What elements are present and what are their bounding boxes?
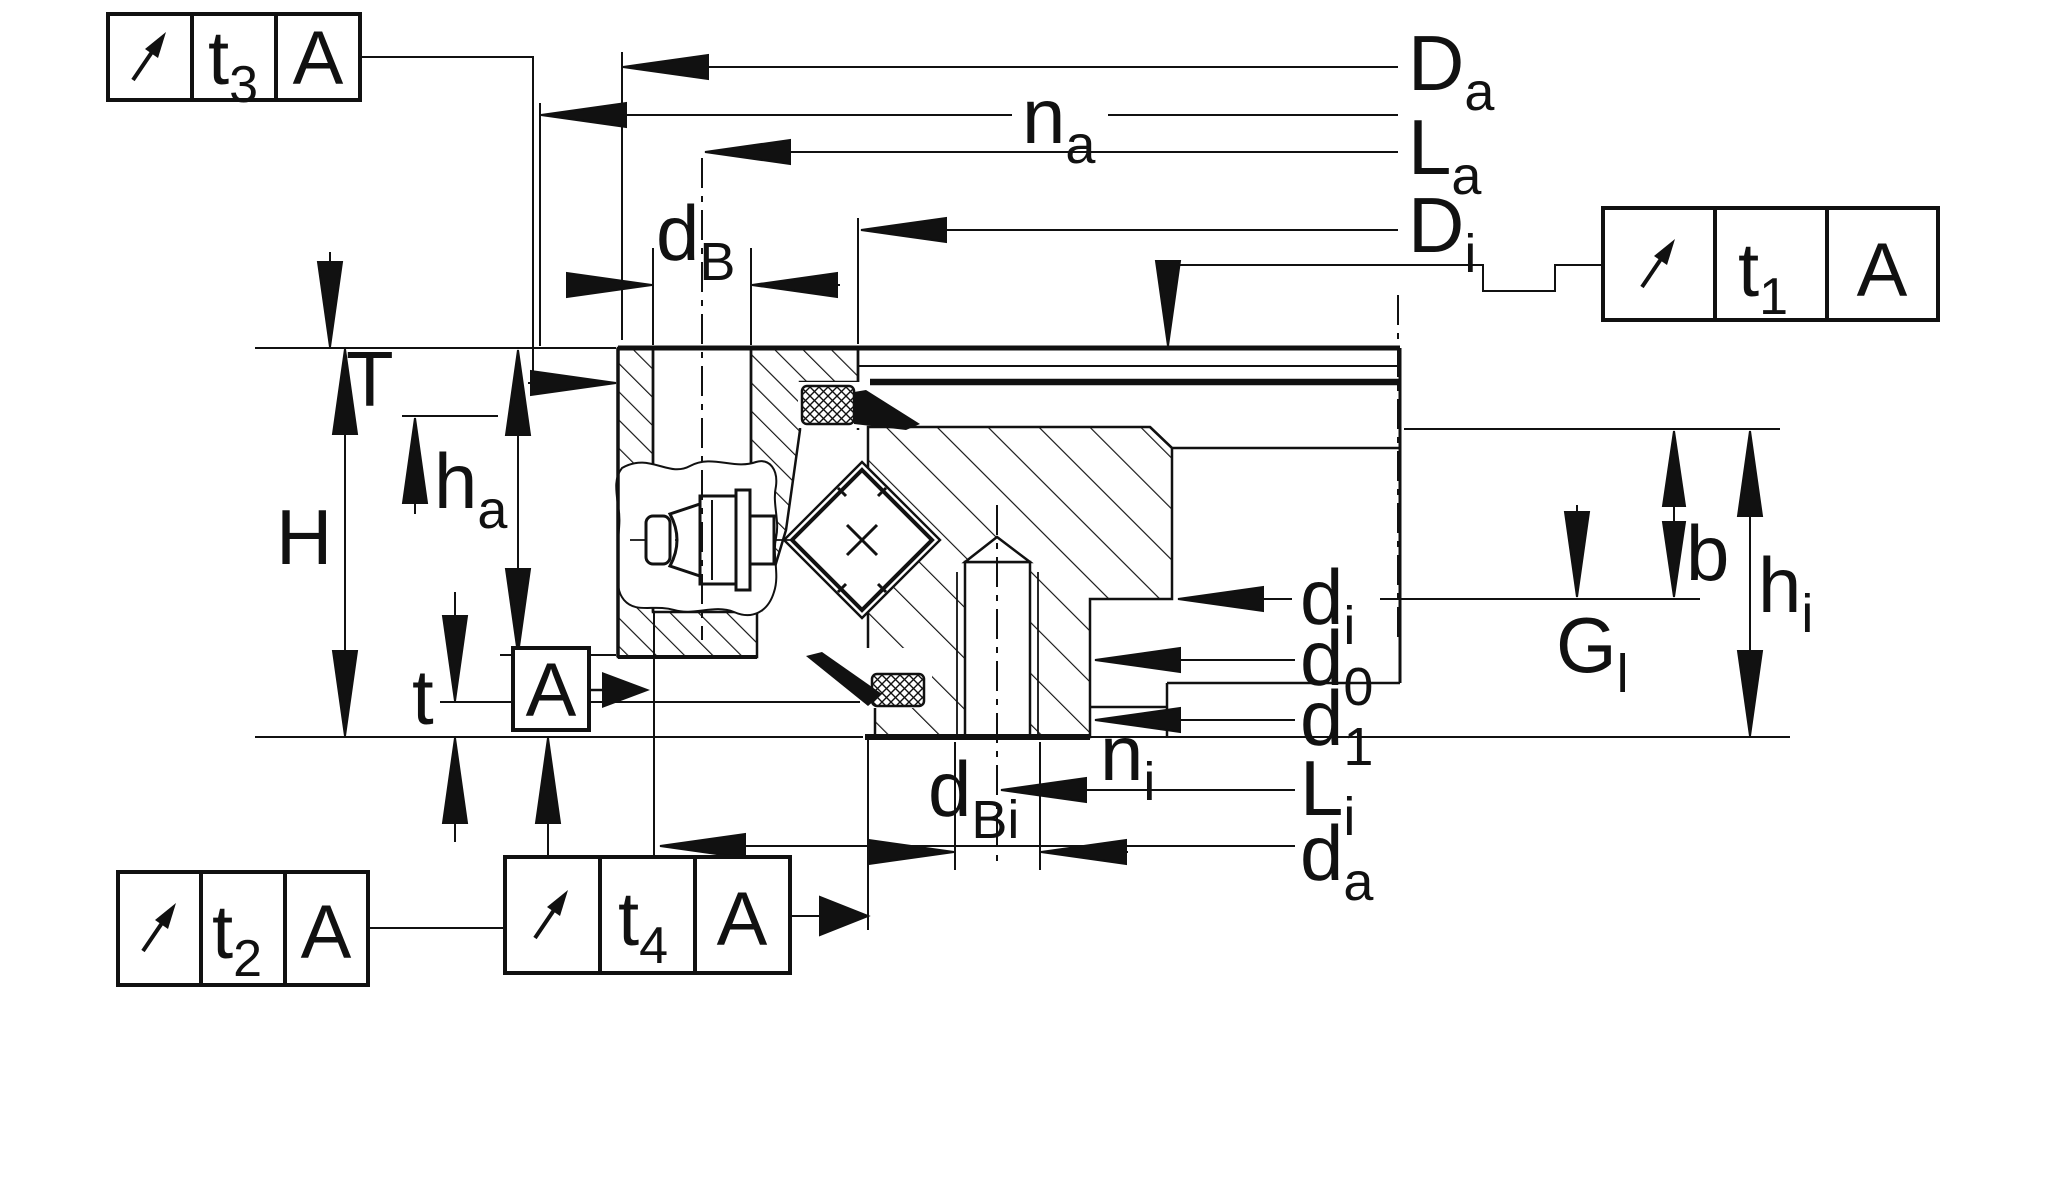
principal-faces [616,345,1400,740]
label-ha: ha [434,437,508,540]
arrow-ha-top [504,349,532,436]
arrow-Da [622,53,709,81]
arrow-dBi-left [868,838,955,866]
fixing-screw-breakout [615,460,798,617]
arrow-La [704,138,791,166]
arrow-T-top [316,261,344,348]
tolerance-frame-t3: t3 A [106,12,362,114]
screw-shank [748,514,776,566]
label-d1: d1 [1300,674,1373,777]
label-b: b [1686,509,1729,597]
arrow-t3 [530,369,617,397]
arrow-b-bottom [1661,521,1687,598]
centerlines [701,158,1399,862]
rim-chamfer [1149,426,1173,449]
tolerance-frame-t2: t2 A [116,870,370,988]
lower-seal-lip [806,652,882,706]
screw-flange [734,488,752,592]
arrow-T-bottom [401,417,429,504]
label-Li: Li [1300,744,1355,847]
arrow-Gl [1563,511,1591,598]
arrow-t2 [534,737,562,824]
nipple-cap [644,514,672,566]
frame-t3-datum: A [293,16,344,101]
arrow-dB-right [751,271,838,299]
label-dBi: dBi [928,745,1019,850]
frame-t1-datum: A [1857,228,1908,313]
seals [798,382,932,708]
datum-triangle-t4 [819,895,871,937]
arrow-da [659,832,746,860]
arrow-na [540,101,627,129]
arrow-di [1177,585,1264,613]
label-na: na [1022,72,1096,175]
arrow-b-top [1661,430,1687,507]
label-Gl: Gl [1556,601,1629,704]
roller-cross-mark-2 [845,523,879,557]
rolling-element [782,460,942,620]
arrow-d0 [1094,646,1181,674]
label-hi: hi [1758,541,1813,644]
label-dB: dB [656,189,735,292]
roller-tick [876,486,888,498]
label-t: t [412,653,434,741]
label-T: T [346,335,394,423]
arrow-dBi-right [1040,838,1127,866]
label-da: da [1300,809,1374,912]
label-La: La [1408,103,1482,206]
arrow-t1 [1154,260,1182,347]
section-marker-box [511,646,591,732]
lower-seal [870,672,926,708]
frame-t4-value: t4 [618,877,668,975]
frame-t1-value: t1 [1738,228,1788,326]
leader-t1 [1167,262,1603,292]
arrow-ha-bottom [504,568,532,655]
label-Da: Da [1408,19,1495,122]
tolerance-frame-t4: t4 A [503,855,792,975]
frame-t2-value: t2 [212,890,262,988]
upper-seal [800,384,856,426]
arrow-Di [860,216,947,244]
nipple-cone [667,501,702,579]
frame-t4-datum: A [717,877,768,962]
section-marker-letter: A [526,648,577,733]
label-H: H [276,493,332,581]
label-di: di [1300,553,1355,656]
dimension-label-texts: Da na La Di dB T H ha t b hi Gl di d0 d1… [276,19,1813,912]
label-d0: d0 [1300,614,1373,717]
arrow-dB-left [566,271,653,299]
arr-H-bottom [331,650,359,737]
arrow-t-bottom [441,737,469,824]
dimensions [255,52,1790,937]
frame-t3-value: t3 [208,16,258,114]
roller-tick [876,582,888,594]
label-ni: ni [1100,709,1155,812]
arrow-H-top [331,348,359,435]
upper-seal-lip [854,390,920,430]
label-Di: Di [1408,181,1476,284]
section-marker-triangle [602,672,650,708]
roller-tick [836,582,848,594]
frame-t2-datum: A [301,890,352,975]
tolerance-frame-t1: t1 A [1601,206,1940,326]
arrow-t-top [441,615,469,702]
screw-head [698,494,738,586]
arrow-hi-bottom [1736,650,1764,737]
arrow-hi-top [1736,430,1764,517]
section-marker: A [511,646,650,733]
roller-tick [836,486,848,498]
outer-ring-upper-left-strip [616,346,655,480]
